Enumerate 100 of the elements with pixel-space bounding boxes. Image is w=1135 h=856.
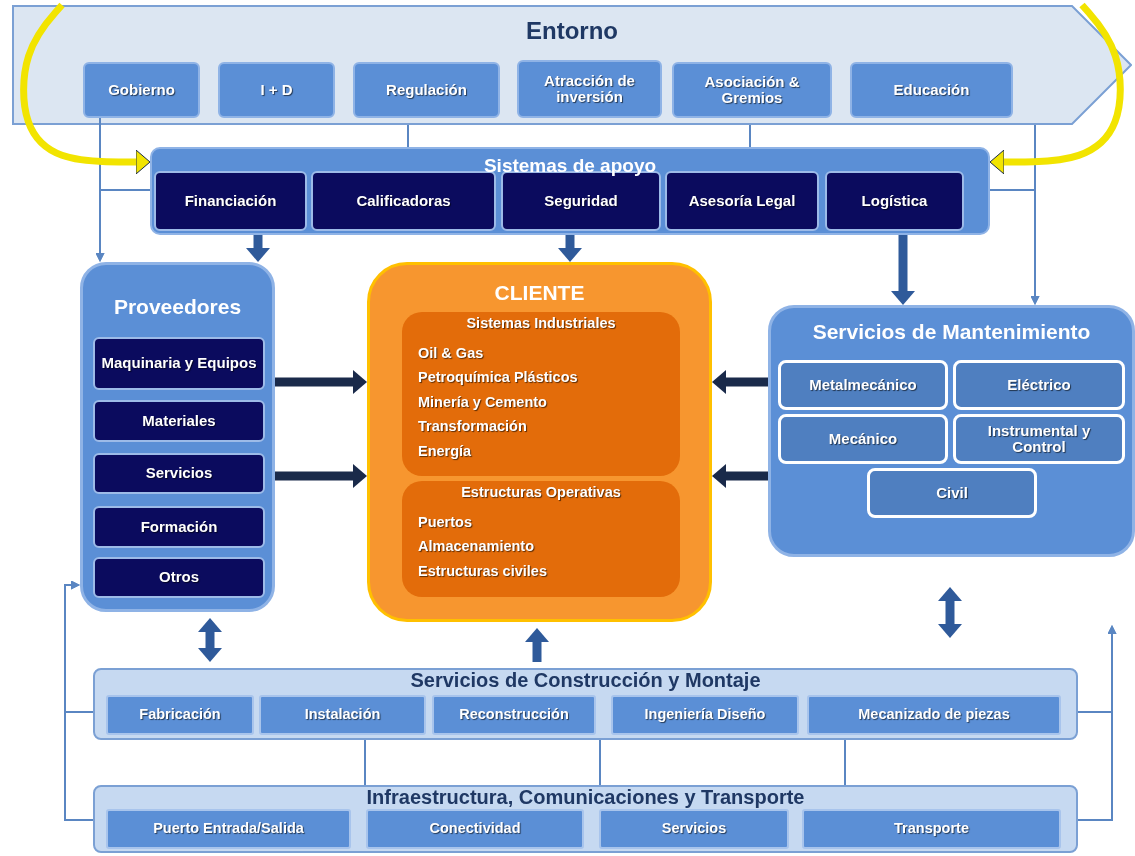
connector-line: [599, 739, 601, 786]
box-label: Instalación: [304, 707, 381, 723]
block-arrow: [525, 628, 549, 662]
category-box: [106, 809, 351, 849]
box-label: Logística: [861, 192, 928, 210]
category-box: [83, 62, 200, 118]
box-label: Mecánico: [828, 430, 898, 448]
arrow-banner: [12, 5, 1132, 125]
box-label: Metalmecánico: [809, 376, 917, 394]
block-arrow: [712, 370, 768, 394]
panel-title: Servicios de Construcción y Montaje: [409, 669, 762, 692]
section-panel: [402, 481, 680, 597]
list-item: Puertos: [418, 513, 472, 530]
box-label: Puerto Entrada/Salida: [153, 821, 304, 837]
connector-line: [749, 124, 751, 148]
box-label: Formación: [140, 518, 218, 536]
category-box: [366, 809, 584, 849]
box-label: Ingeniería Diseño: [644, 707, 766, 723]
connector-line: [844, 739, 846, 786]
category-box: [353, 62, 500, 118]
category-box: [953, 414, 1125, 464]
category-box: [807, 695, 1061, 735]
box-label: Instrumental y Control: [986, 422, 1092, 456]
category-box: [672, 62, 832, 118]
box-label: Otros: [159, 569, 199, 586]
list-item: Minería y Cemento: [418, 393, 547, 410]
panel-title: CLIENTE: [493, 281, 586, 305]
category-box: [778, 414, 948, 464]
list-item: Oil & Gas: [418, 344, 484, 361]
block-arrow: [20, 2, 151, 175]
arrow: [95, 189, 151, 262]
box-label: Regulación: [386, 81, 467, 99]
box-label: Gobierno: [108, 81, 175, 99]
arrow: [989, 189, 1040, 305]
category-box: [259, 695, 426, 735]
box-label: Maquinaria y Equipos: [101, 355, 257, 372]
category-box: [953, 360, 1125, 410]
box-label: Reconstrucción: [459, 707, 569, 723]
box-label: I + D: [260, 81, 293, 99]
list-item: Estructuras civiles: [418, 562, 547, 579]
category-box: [93, 453, 265, 494]
panel-title: Infraestructura, Comunicaciones y Transporte: [365, 786, 806, 809]
box-label: Asesoría Legal: [688, 192, 796, 210]
category-box: [93, 337, 265, 390]
list-item: Almacenamiento: [418, 538, 535, 554]
box-label: Asociación & Gremios: [703, 73, 801, 107]
group-panel: [93, 668, 1078, 740]
box-label: Atracción de inversión: [543, 72, 636, 106]
box-label: Fabricación: [139, 707, 221, 723]
box-label: Servicios: [145, 465, 213, 482]
block-arrow: [246, 235, 270, 262]
block-arrow: [275, 370, 367, 394]
panel-title: Proveedores: [112, 295, 243, 319]
category-box: [825, 171, 964, 231]
category-box: [611, 695, 799, 735]
box-label: Mecanizado de piezas: [858, 707, 1010, 723]
category-box: [93, 400, 265, 442]
block-arrow: [938, 587, 962, 638]
box-label: Calificadoras: [356, 192, 451, 210]
category-box: [778, 360, 948, 410]
connector-line: [364, 739, 366, 786]
category-box: [432, 695, 596, 735]
group-panel: [93, 785, 1078, 853]
panel-title: Sistemas de apoyo: [482, 155, 658, 177]
group-panel: [80, 262, 275, 612]
panel-title: Entorno: [525, 17, 619, 45]
box-label: Servicios: [661, 821, 727, 837]
category-box: [867, 468, 1037, 518]
block-arrow: [989, 2, 1124, 175]
box-label: Civil: [936, 484, 968, 502]
category-box: [93, 506, 265, 548]
section-heading: Estructuras Operativas: [460, 484, 622, 500]
category-box: [850, 62, 1013, 118]
group-panel: [150, 147, 990, 235]
category-box: [311, 171, 496, 231]
arrow: [64, 580, 94, 821]
category-box: [93, 557, 265, 598]
category-box: [802, 809, 1061, 849]
box-label: Transporte: [894, 821, 969, 837]
category-box: [517, 60, 662, 118]
arrow: [1077, 625, 1117, 821]
block-arrow: [198, 618, 222, 662]
box-label: Eléctrico: [1007, 376, 1071, 394]
list-item: Transformación: [418, 418, 527, 434]
section-panel: [402, 312, 680, 476]
list-item: Petroquímica Plásticos: [418, 369, 578, 385]
box-label: Educación: [893, 81, 970, 99]
list-item: Energía: [418, 442, 472, 459]
category-box: [106, 695, 254, 735]
connector-line: [407, 124, 409, 148]
box-label: Financiación: [184, 192, 277, 210]
block-arrow: [558, 235, 582, 262]
block-arrow: [275, 464, 367, 488]
box-label: Conectividad: [429, 821, 521, 837]
box-label: Seguridad: [544, 192, 618, 210]
block-arrow: [712, 464, 768, 488]
category-box: [218, 62, 335, 118]
box-label: Materiales: [142, 412, 216, 430]
category-box: [154, 171, 307, 231]
section-heading: Sistemas Industriales: [465, 315, 617, 331]
